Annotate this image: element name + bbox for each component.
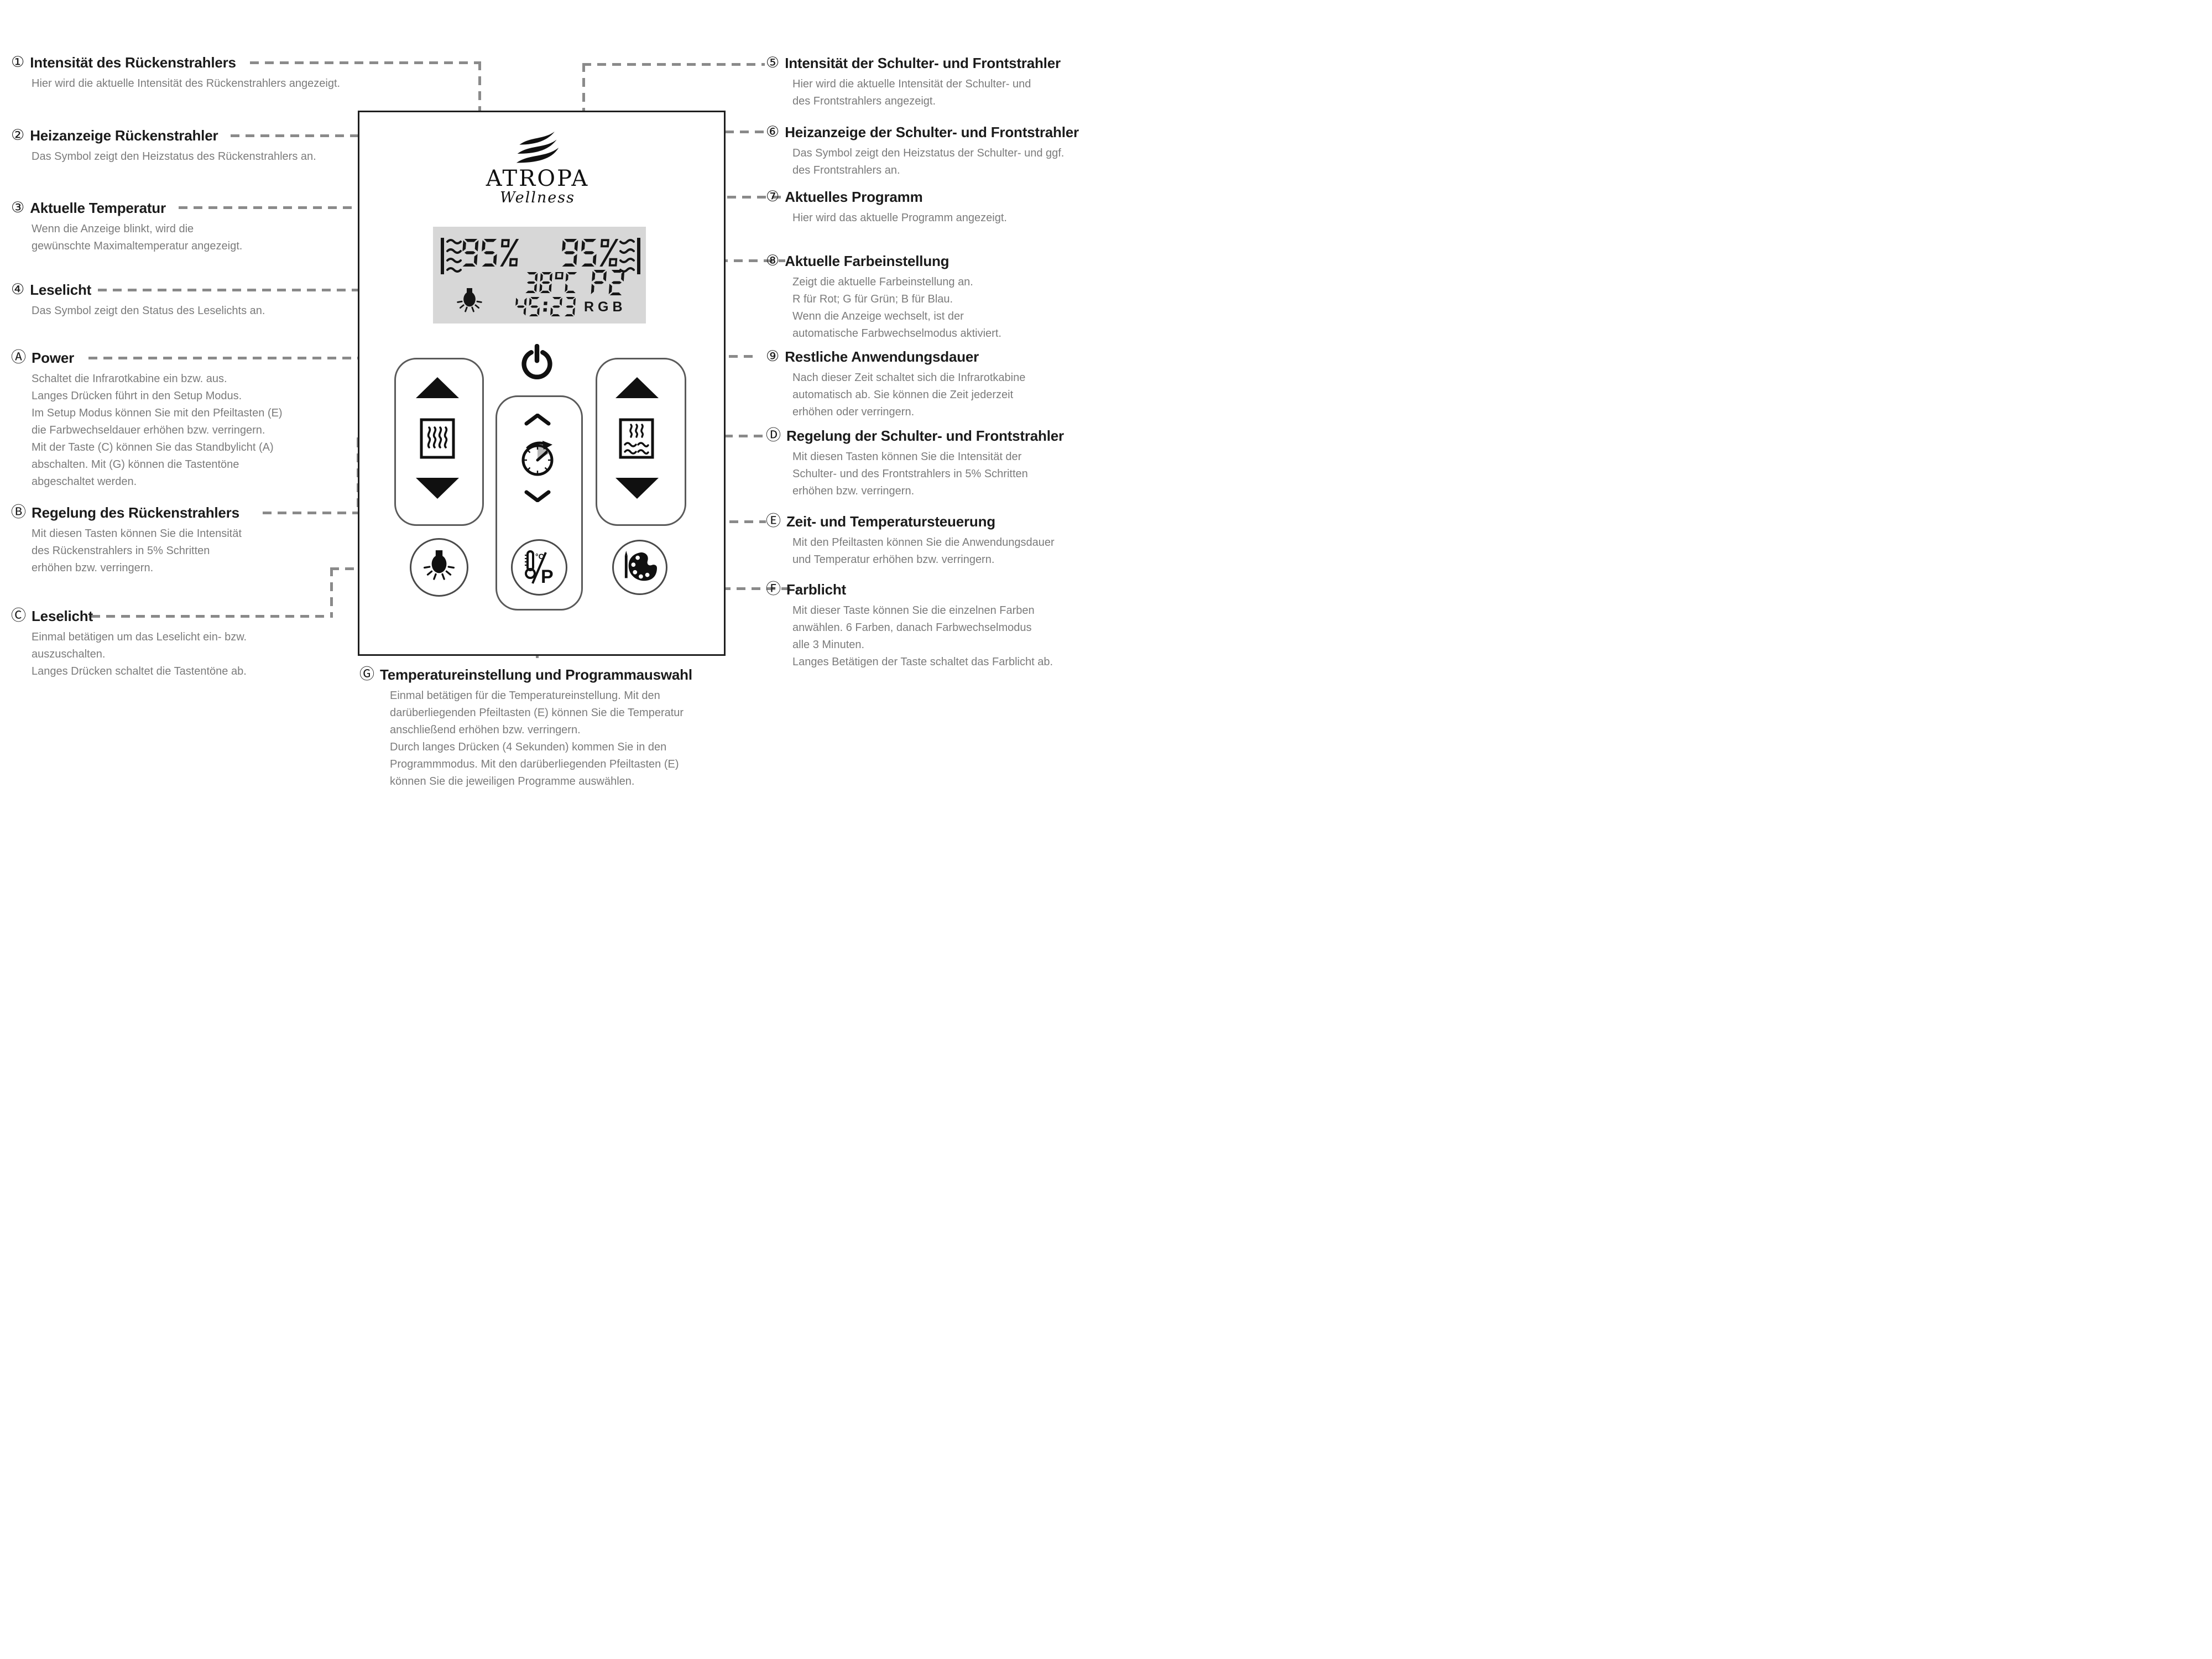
power-icon[interactable]	[520, 344, 554, 382]
front-heater-button-group	[596, 358, 686, 526]
front-intensity-value	[561, 239, 619, 267]
infrared-cabin-control-diagram: ATROPA Wellness RGB	[0, 0, 1106, 830]
annotation-symbol: ①	[11, 54, 25, 71]
program-value	[591, 270, 625, 295]
front-heater-down-button[interactable]	[615, 478, 659, 499]
brand-tagline: Wellness	[500, 189, 575, 206]
back-heater-icon	[420, 418, 455, 459]
svg-text:°C: °C	[535, 552, 544, 561]
back-heater-up-button[interactable]	[416, 377, 459, 398]
chevron-down-icon[interactable]	[524, 490, 551, 502]
remaining-time-value	[515, 297, 576, 316]
back-intensity-value	[461, 239, 519, 267]
annotation-title: Intensität des Rückenstrahlers	[30, 54, 236, 71]
heat-waves-right-icon	[619, 238, 640, 274]
palette-icon	[624, 550, 657, 581]
annotation-desc: Hier wird die aktuelle Intensität des Rü…	[32, 77, 341, 90]
bulb-icon	[423, 550, 455, 580]
temperature-program-button[interactable]: °C P	[511, 539, 567, 596]
temperature-value	[525, 271, 578, 293]
brand-name: ATROPA	[486, 166, 589, 191]
time-temperature-button-group	[495, 395, 583, 611]
annotation-back-intensity: ① Intensität des Rückenstrahlers Hier wir…	[11, 53, 354, 92]
svg-text:P: P	[541, 566, 554, 587]
back-heater-button-group	[394, 358, 484, 526]
front-heater-up-button[interactable]	[615, 377, 659, 398]
back-heater-down-button[interactable]	[416, 478, 459, 499]
timer-clock-icon	[521, 441, 554, 476]
waves-logo-icon	[516, 132, 559, 163]
brand-logo: ATROPA Wellness	[441, 132, 634, 206]
thermometer-program-icon: °C P	[525, 550, 554, 587]
lcd-display	[433, 227, 646, 324]
heat-waves-left-icon	[441, 238, 462, 274]
reading-light-button[interactable]	[410, 538, 468, 597]
reading-light-status-icon	[457, 288, 482, 312]
front-heater-icon	[619, 418, 654, 459]
chevron-up-icon[interactable]	[524, 414, 551, 426]
color-light-button[interactable]	[612, 540, 667, 595]
color-mode-value: RGB	[584, 299, 627, 315]
